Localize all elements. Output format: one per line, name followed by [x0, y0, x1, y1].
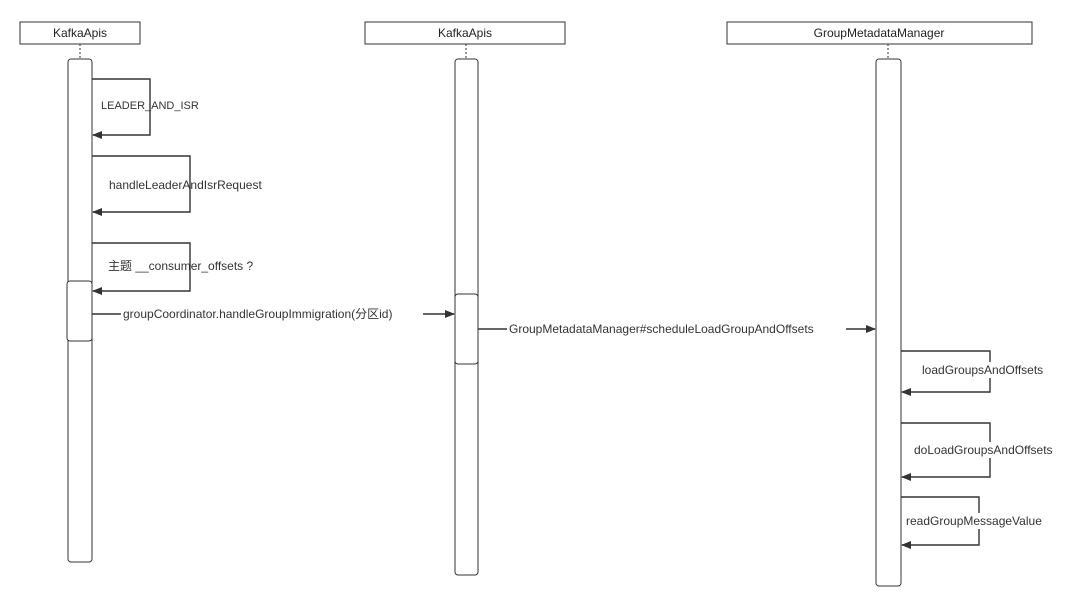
message-label: LEADER_AND_ISR — [101, 100, 199, 112]
participant-kafkaapis-1: KafkaApis — [19, 21, 141, 45]
activation-bar-kafkaapis-2-nested — [454, 293, 479, 365]
participant-label: GroupMetadataManager — [814, 26, 945, 40]
activation-bar-group-metadata-manager — [875, 58, 902, 587]
message-label: handleLeaderAndIsrRequest — [109, 178, 262, 192]
participant-group-metadata-manager: GroupMetadataManager — [726, 21, 1033, 45]
activation-bar-kafkaapis-1-nested — [66, 280, 93, 342]
message-label: groupCoordinator.handleGroupImmigration(… — [123, 307, 392, 321]
self-message-leader-and-isr: LEADER_AND_ISR — [92, 78, 199, 139]
participant-kafkaapis-2: KafkaApis — [364, 21, 566, 45]
self-message-load-groups-and-offsets: loadGroupsAndOffsets — [901, 350, 1060, 396]
participant-label: KafkaApis — [53, 26, 107, 40]
self-message-read-group-message-value: readGroupMessageValue — [901, 496, 1056, 549]
message-label: readGroupMessageValue — [906, 514, 1042, 528]
message-schedule-load-group-and-offsets: GroupMetadataManager#scheduleLoadGroupAn… — [478, 321, 876, 337]
message-label: 主题 __consumer_offsets ? — [108, 259, 254, 273]
message-label: loadGroupsAndOffsets — [922, 363, 1043, 377]
message-label: doLoadGroupsAndOffsets — [914, 443, 1053, 457]
self-message-do-load-groups-and-offsets: doLoadGroupsAndOffsets — [901, 422, 1070, 481]
self-message-handle-leader-and-isr-request: handleLeaderAndIsrRequest — [92, 155, 262, 216]
message-handle-group-immigration: groupCoordinator.handleGroupImmigration(… — [92, 306, 455, 322]
participant-label: KafkaApis — [438, 26, 492, 40]
message-label: GroupMetadataManager#scheduleLoadGroupAn… — [509, 322, 814, 336]
self-message-consumer-offsets-check: 主题 __consumer_offsets ? — [92, 242, 254, 295]
